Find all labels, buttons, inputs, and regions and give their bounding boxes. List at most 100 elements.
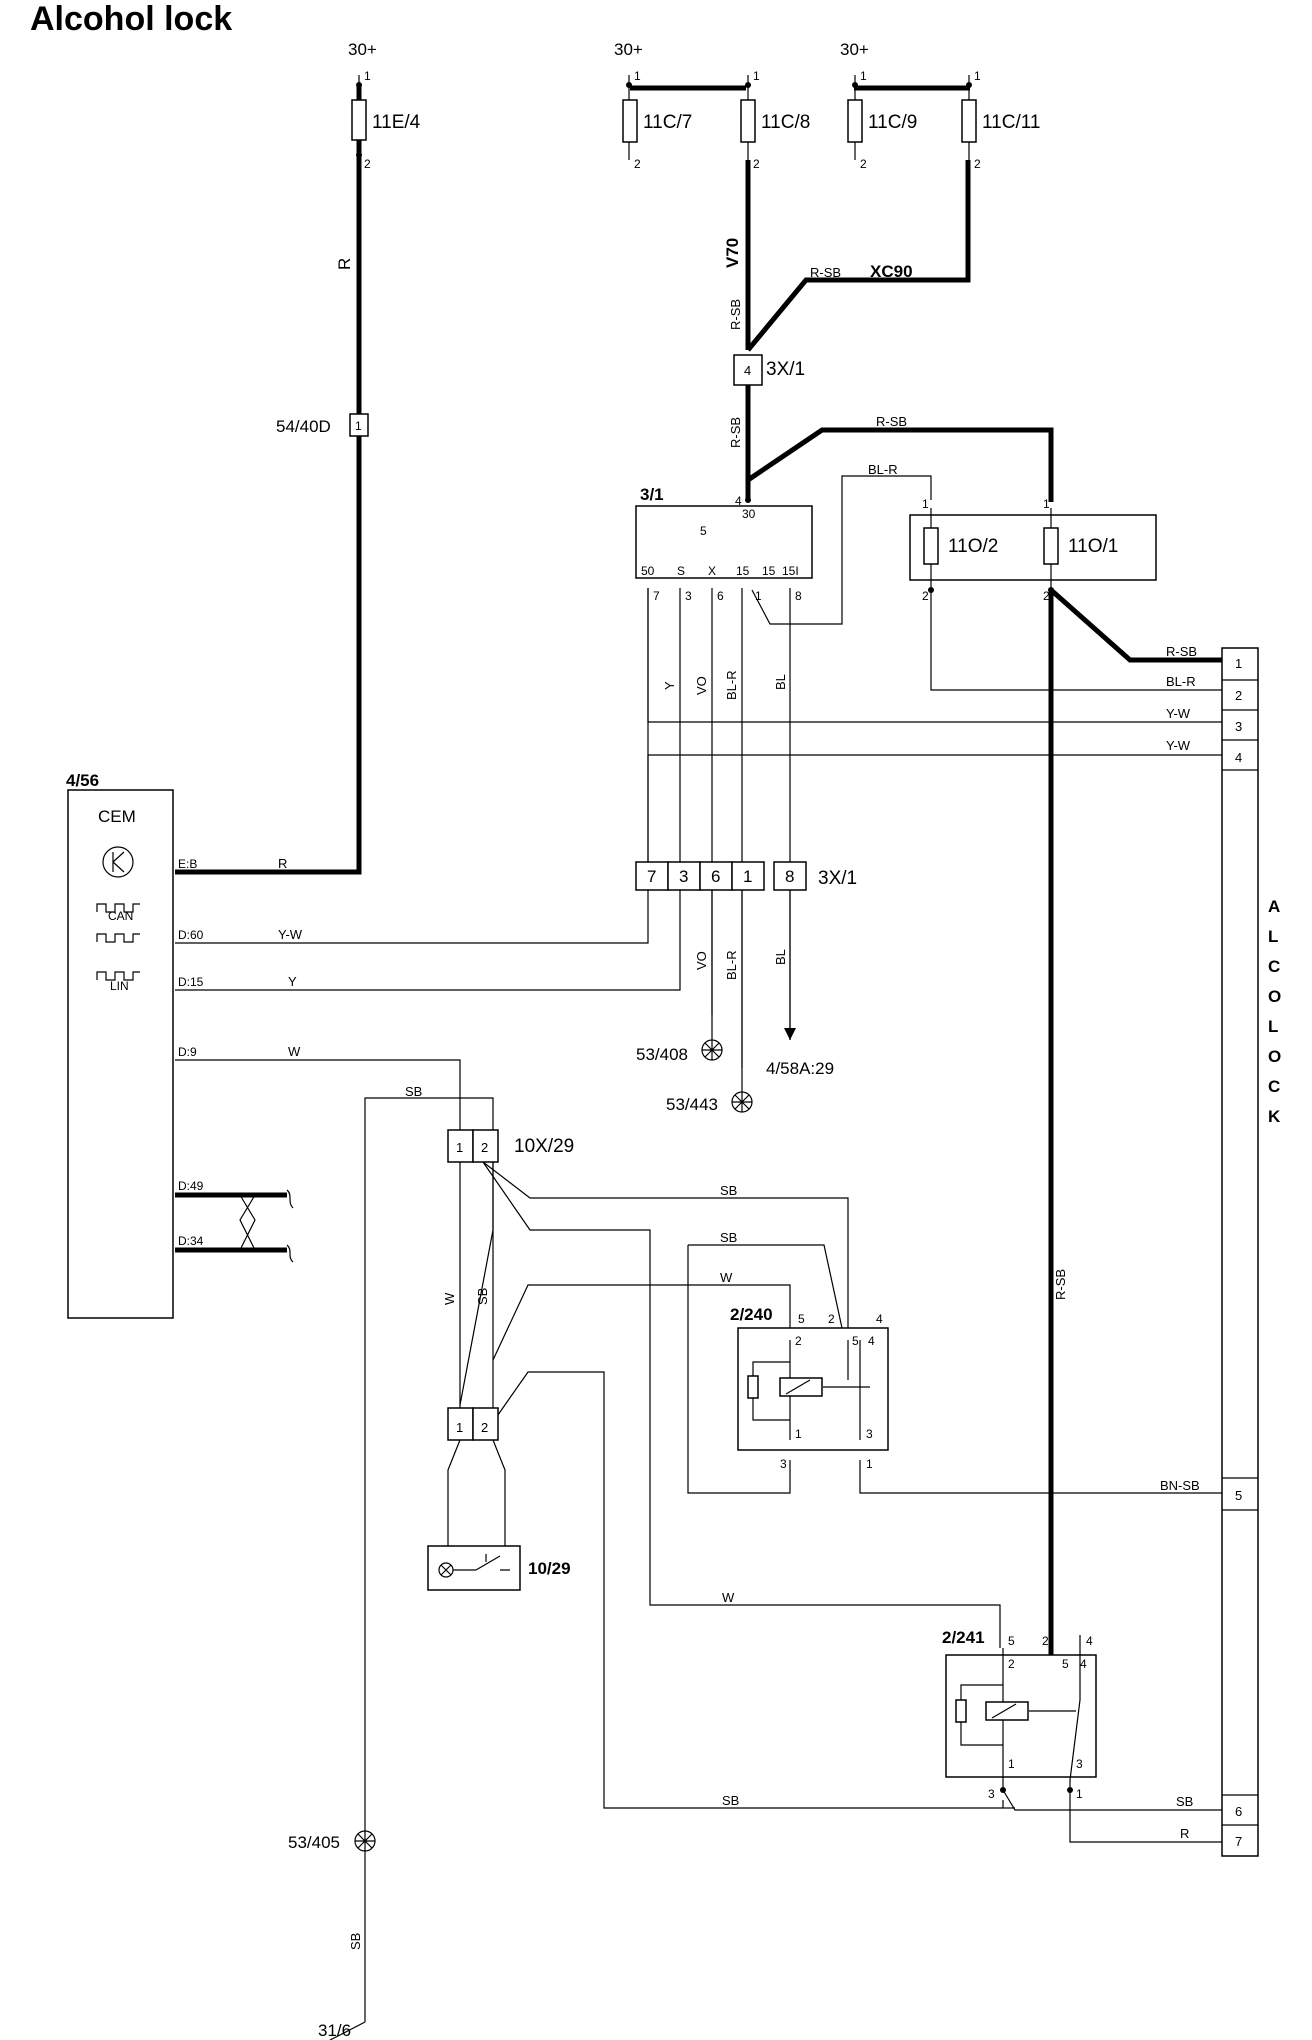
- cem-box: [67, 789, 174, 1319]
- pin-label: 2: [828, 1312, 835, 1326]
- wire-label-yw-cem: Y-W: [278, 927, 303, 942]
- fuse-11o2: [923, 527, 939, 565]
- label-fuse-11e4: 11E/4: [372, 112, 421, 133]
- pin-label: 2: [922, 589, 929, 603]
- pin-label: 1: [355, 419, 362, 433]
- pin-label: 30: [742, 507, 756, 521]
- label-fuse-11c7: 11C/7: [643, 112, 692, 133]
- alcolock-letter: C: [1268, 1077, 1280, 1096]
- box-11o: [909, 514, 1157, 581]
- pin-label: D:34: [178, 1234, 204, 1248]
- alcolock-label: A L C O L O C K: [1268, 897, 1281, 1126]
- wire-label-yw-alc2: Y-W: [1166, 738, 1191, 753]
- cem-logic-icon: [102, 846, 134, 878]
- alcolock-letter: L: [1268, 927, 1278, 946]
- pin-label: 2: [1008, 1657, 1015, 1671]
- wire-rsb-11o1: [746, 427, 1054, 502]
- wire-label-sb-240b: SB: [720, 1230, 737, 1245]
- wire-label-rsb-top: R-SB: [876, 414, 907, 429]
- pin-label: 7: [647, 867, 656, 886]
- wire-label-w-241: W: [722, 1590, 735, 1605]
- fuse-11c9: [847, 99, 863, 143]
- wire-label-rsb-v2: R-SB: [728, 417, 743, 448]
- pin-label: E:B: [178, 857, 197, 871]
- wire-label-bnsb: BN-SB: [1160, 1478, 1200, 1493]
- pin-label: 2: [634, 157, 641, 171]
- wire-label-rsb-v: R-SB: [728, 299, 743, 330]
- wire-label-sb-vert: SB: [475, 1288, 490, 1305]
- pin-label: 2: [974, 157, 981, 171]
- pin-label: 1: [743, 867, 752, 886]
- fuse-11o1: [1043, 527, 1059, 565]
- pin-label: 1: [753, 69, 760, 83]
- pin-label: 4: [744, 363, 751, 378]
- pin-label: 7: [1235, 1834, 1242, 1849]
- wire-label-r-cem: R: [278, 856, 287, 871]
- pin-label: 4: [1080, 1657, 1087, 1671]
- alcolock-letter: O: [1268, 987, 1281, 1006]
- pin-label: 4: [876, 1312, 883, 1326]
- label-30plus-c: 30+: [840, 40, 869, 59]
- pin-label: 3: [780, 1457, 787, 1471]
- pin-label: 1: [974, 69, 981, 83]
- pin-label: 1: [1043, 497, 1050, 511]
- label-lin: LIN: [110, 979, 129, 993]
- pin-label: 6: [1235, 1804, 1242, 1819]
- pin-label: D:60: [178, 928, 204, 942]
- alcolock-letter: O: [1268, 1047, 1281, 1066]
- wire-label-sb-top: SB: [405, 1084, 422, 1099]
- pin-label: 1: [634, 69, 641, 83]
- pin-label: D:49: [178, 1179, 204, 1193]
- wire-label-rsb-alc: R-SB: [1166, 644, 1197, 659]
- label-2-240: 2/240: [730, 1305, 773, 1324]
- pin-label: 6: [717, 589, 724, 603]
- switch-31-6-icon: [329, 2021, 366, 2040]
- wire-label-sb-240a: SB: [720, 1183, 737, 1198]
- pin-label: 2: [753, 157, 760, 171]
- switch-10-29: [427, 1545, 521, 1591]
- wire-label-sb-241: SB: [722, 1793, 739, 1808]
- pin-label: 5: [1235, 1488, 1242, 1503]
- pin-label: D:15: [178, 975, 204, 989]
- label-can: CAN: [108, 909, 133, 923]
- label-3-1: 3/1: [640, 485, 664, 504]
- pin-label: 5: [1008, 1634, 1015, 1648]
- wire-r-cem: [175, 85, 362, 875]
- label-cem-ref: 4/56: [66, 771, 99, 790]
- wire-label-vo-low: VO: [694, 951, 709, 970]
- label-53-443: 53/443: [666, 1095, 718, 1114]
- wire-label-sb-alc: SB: [1176, 1794, 1193, 1809]
- pin-label: 3: [988, 1787, 995, 1801]
- wire-label-sb-low: SB: [348, 1933, 363, 1950]
- pin-label: X: [708, 564, 716, 578]
- label-fuse-11o2: 11O/2: [948, 536, 998, 557]
- pin-label: 2: [481, 1140, 488, 1155]
- ground-53-405-icon: [354, 1830, 376, 1852]
- pin-label: 5: [1062, 1657, 1069, 1671]
- pin-label: 15I: [782, 564, 799, 578]
- pin-label: 8: [795, 589, 802, 603]
- pin-label: 2: [364, 157, 371, 171]
- pin-label: 1: [1008, 1757, 1015, 1771]
- label-31-6: 31/6: [318, 2021, 351, 2040]
- pin-label: 4: [1086, 1634, 1093, 1648]
- pin-label: 5: [852, 1334, 859, 1348]
- pin-label: 2: [1043, 589, 1050, 603]
- pin-label: 15: [762, 564, 776, 578]
- wire-label-w-cem: W: [288, 1044, 301, 1059]
- alcolock-letter: A: [1268, 897, 1280, 916]
- wire-label-r-alc: R: [1180, 1826, 1189, 1841]
- wire-label-rsb-vert: R-SB: [1053, 1269, 1068, 1300]
- wire-label-yw-alc1: Y-W: [1166, 706, 1191, 721]
- label-cem: CEM: [98, 807, 136, 826]
- pin-label: 5: [700, 524, 707, 538]
- pin-label: 1: [364, 69, 371, 83]
- label-10-29: 10/29: [528, 1559, 571, 1578]
- pin-label: 15: [736, 564, 750, 578]
- label-10x29: 10X/29: [514, 1136, 574, 1157]
- pin-label: 1: [1076, 1787, 1083, 1801]
- wire-label-w-vert: W: [442, 1292, 457, 1305]
- fuse-11c7: [622, 99, 638, 143]
- pin-label: 7: [653, 589, 660, 603]
- label-xc90: XC90: [870, 262, 913, 281]
